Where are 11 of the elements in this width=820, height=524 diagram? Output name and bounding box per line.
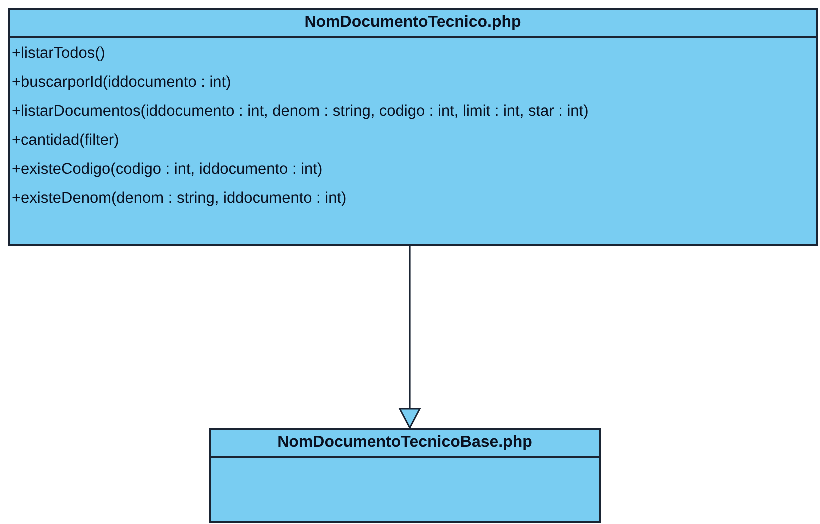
method-signature: +listarDocumentos(iddocumento : int, denom : string, codigo : int, limit : int, star : int): [11, 102, 590, 122]
class-name: NomDocumentoTecnicoBase.php: [278, 433, 532, 453]
class-name: NomDocumentoTecnico.php: [304, 13, 522, 33]
method-signature: +listarTodos(): [11, 44, 106, 64]
method-signature: +cantidad(filter): [11, 131, 120, 151]
method-signature: +buscarporId(iddocumento : int): [11, 73, 232, 93]
method-signature: +existeCodigo(codigo : int, iddocumento : int): [11, 160, 324, 180]
class-box: [8, 8, 818, 246]
method-signature: +existeDenom(denom : string, iddocumento : int): [11, 189, 348, 209]
generalization-arrow: [399, 246, 421, 429]
class-box: [209, 428, 601, 523]
